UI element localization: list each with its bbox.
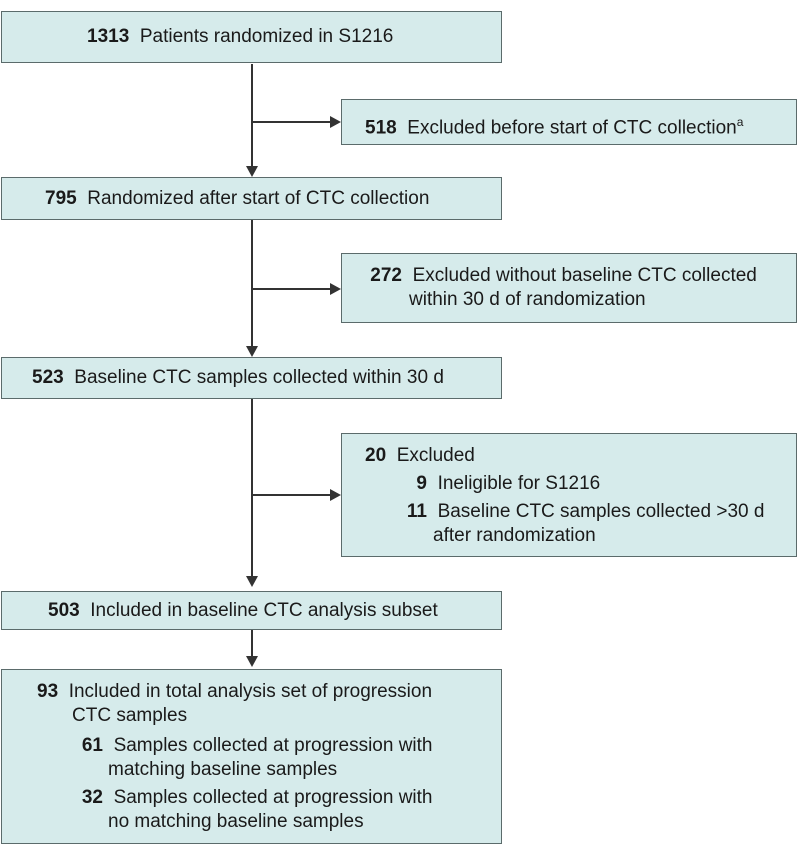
label-total-analysis-2: CTC samples <box>72 705 188 726</box>
box-after-start: 795 Randomized after start of CTC collec… <box>1 177 502 220</box>
count-excluded-before: 518 <box>365 117 397 139</box>
box-randomized: 1313 Patients randomized in S1216 <box>1 11 502 63</box>
label-collected-late-1: Baseline CTC samples collected >30 d <box>437 501 765 522</box>
label-excluded-no-baseline-1: Excluded without baseline CTC collected <box>412 265 757 286</box>
footnote-marker: a <box>736 115 744 129</box>
box-included-baseline: 503 Included in baseline CTC analysis su… <box>1 591 502 630</box>
label-excluded-20: Excluded <box>396 445 475 466</box>
connector-branch-3 <box>252 494 332 496</box>
connector-main-3 <box>251 399 253 577</box>
arrowhead-down-1 <box>246 166 258 177</box>
label-excluded-no-baseline-2: within 30 d of randomization <box>409 289 646 310</box>
arrowhead-right-2 <box>330 283 341 295</box>
label-no-matching-1: Samples collected at progression with <box>113 787 433 808</box>
count-total-analysis: 93 <box>37 681 59 702</box>
label-matching-1: Samples collected at progression with <box>113 735 433 756</box>
label-after-start: Randomized after start of CTC collection <box>87 188 430 209</box>
count-randomized: 1313 <box>87 26 130 47</box>
label-no-matching-2: no matching baseline samples <box>108 811 364 832</box>
count-matching: 61 <box>81 735 103 756</box>
arrowhead-right-1 <box>330 116 341 128</box>
label-ineligible: Ineligible for S1216 <box>437 473 601 494</box>
label-excluded-before: Excluded before start of CTC collection <box>407 117 737 139</box>
box-excluded-20: 20 Excluded 9 Ineligible for S1216 11 Ba… <box>341 433 797 557</box>
count-collected-late: 11 <box>406 501 427 522</box>
arrowhead-down-2 <box>246 346 258 357</box>
connector-main-4 <box>251 630 253 656</box>
label-included-baseline: Included in baseline CTC analysis subset <box>90 600 438 621</box>
count-no-matching: 32 <box>81 787 103 808</box>
label-total-analysis-1: Included in total analysis set of progre… <box>68 681 433 702</box>
count-included-baseline: 503 <box>48 600 80 621</box>
arrowhead-down-4 <box>246 656 258 667</box>
count-after-start: 795 <box>45 188 77 209</box>
box-baseline-collected: 523 Baseline CTC samples collected withi… <box>1 357 502 399</box>
box-excluded-before-collection: 518 Excluded before start of CTC collect… <box>341 99 797 145</box>
connector-main-2 <box>251 220 253 348</box>
count-ineligible: 9 <box>416 473 427 494</box>
label-matching-2: matching baseline samples <box>108 759 338 780</box>
connector-branch-2 <box>252 288 332 290</box>
arrowhead-down-3 <box>246 576 258 587</box>
connector-branch-1 <box>252 121 332 123</box>
count-excluded-no-baseline: 272 <box>370 265 402 286</box>
connector-main-1 <box>251 64 253 168</box>
box-total-analysis: 93 Included in total analysis set of pro… <box>1 669 502 844</box>
count-excluded-20: 20 <box>365 445 387 466</box>
box-excluded-no-baseline: 272 Excluded without baseline CTC collec… <box>341 253 797 323</box>
count-baseline-collected: 523 <box>32 367 64 388</box>
arrowhead-right-3 <box>330 489 341 501</box>
label-baseline-collected: Baseline CTC samples collected within 30… <box>74 367 444 388</box>
label-collected-late-2: after randomization <box>433 525 596 546</box>
label-randomized: Patients randomized in S1216 <box>139 26 394 47</box>
